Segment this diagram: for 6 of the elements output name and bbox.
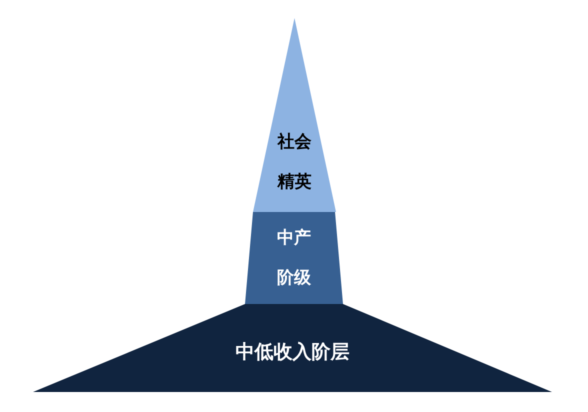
layer-label: 中低收入阶层 <box>234 340 350 364</box>
layer-label: 社会精英 <box>276 131 312 194</box>
pyramid-top-layer <box>253 18 336 212</box>
layer-label: 中产阶级 <box>276 227 312 290</box>
pyramid-middle-layer <box>245 212 343 304</box>
pyramid-base-layer <box>33 304 552 392</box>
